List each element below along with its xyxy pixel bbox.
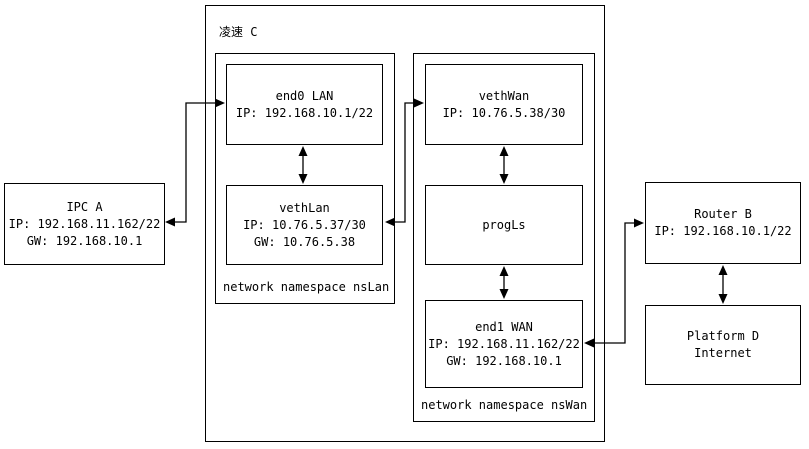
node-vethwan-ip: IP: 10.76.5.38/30 <box>442 105 566 120</box>
arrowhead-down-icon <box>718 294 728 304</box>
node-vethlan-ip: IP: 10.76.5.37/30 <box>243 217 366 232</box>
node-end1-wan: end1 WAN IP: 192.168.11.162/22 GW: 192.1… <box>425 300 583 388</box>
node-platform-d: Platform D Internet <box>645 305 801 385</box>
node-end1-wan-title: end1 WAN <box>475 319 533 334</box>
node-end1-wan-ip: IP: 192.168.11.162/22 <box>428 336 580 351</box>
node-vethlan-title: vethLan <box>279 200 330 215</box>
node-platform-d-line2: Internet <box>694 346 752 360</box>
node-vethlan: vethLan IP: 10.76.5.37/30 GW: 10.76.5.38 <box>226 185 383 265</box>
node-vethwan: vethWan IP: 10.76.5.38/30 <box>425 64 583 145</box>
arrowhead-left-icon <box>165 217 175 227</box>
node-progls: progLs <box>425 185 583 265</box>
namespace-nslan-label: network namespace nsLan <box>223 280 390 294</box>
node-router-b-title: Router B <box>694 207 752 221</box>
node-vethwan-title: vethWan <box>478 88 530 103</box>
node-platform-d-title: Platform D <box>686 329 760 343</box>
node-end0-lan-title: end0 LAN <box>275 88 334 103</box>
node-router-b: Router B IP: 192.168.10.1/22 <box>645 182 801 264</box>
node-ipc-a-gw: GW: 192.168.10.1 <box>26 233 143 248</box>
node-end1-wan-gw: GW: 192.168.10.1 <box>446 353 562 368</box>
connector-routerb-platformd <box>718 265 728 304</box>
node-ipc-a: IPC A IP: 192.168.11.162/22 GW: 192.168.… <box>4 183 165 265</box>
arrowhead-up-icon <box>718 265 728 275</box>
node-router-b-ip: IP: 192.168.10.1/22 <box>654 224 792 238</box>
node-ipc-a-title: IPC A <box>66 199 103 214</box>
node-end0-lan: end0 LAN IP: 192.168.10.1/22 <box>226 64 383 145</box>
namespace-nswan-label: network namespace nsWan <box>421 398 588 412</box>
host-label: 凌速 C <box>219 25 258 39</box>
node-vethlan-gw: GW: 10.76.5.38 <box>253 234 356 249</box>
node-end0-lan-ip: IP: 192.168.10.1/22 <box>235 105 374 120</box>
arrowhead-right-icon <box>634 218 644 228</box>
node-ipc-a-ip: IP: 192.168.11.162/22 <box>8 216 161 231</box>
node-progls-title: progLs <box>482 217 526 232</box>
